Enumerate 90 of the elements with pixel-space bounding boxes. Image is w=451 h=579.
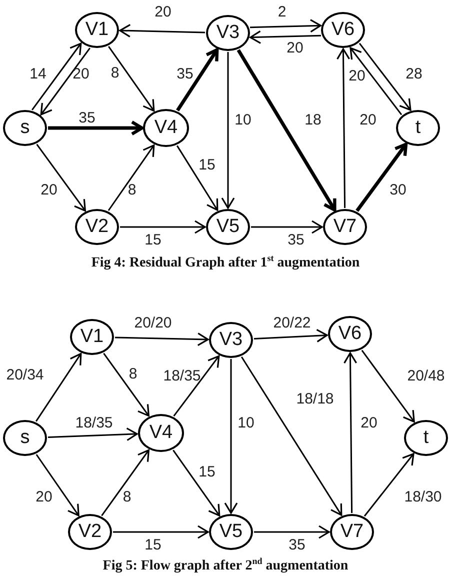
graph-node: V6 <box>328 316 372 352</box>
arrow <box>35 352 82 422</box>
edge-label: 8 <box>110 64 120 82</box>
graph-node: V6 <box>321 12 365 48</box>
arrow <box>358 42 412 111</box>
edge-label: 18 <box>304 112 322 128</box>
edge-label: 8 <box>128 182 136 198</box>
edge-label: 15 <box>198 156 216 174</box>
arrow <box>103 352 150 417</box>
edge-label: 35 <box>288 536 306 554</box>
arrow <box>48 120 144 136</box>
arrow <box>250 30 322 44</box>
arrow <box>36 454 80 516</box>
graph-node: t <box>404 420 448 456</box>
edge-label: 20 <box>360 414 378 432</box>
arrow <box>108 144 155 211</box>
arrow <box>32 42 82 110</box>
graph-node: s <box>3 420 47 456</box>
graph-node: V5 <box>209 514 253 550</box>
graph-node: V7 <box>323 209 367 245</box>
arrow <box>344 352 358 513</box>
arrow <box>356 142 408 212</box>
arrow <box>221 52 235 209</box>
edge-label: 8 <box>128 366 138 382</box>
arrow <box>120 220 206 234</box>
edge-label: 20 <box>40 182 58 198</box>
graph-node: t <box>396 110 440 146</box>
graph-node: V2 <box>68 514 112 550</box>
edge-label: 10 <box>238 414 254 432</box>
graph-node: V3 <box>209 322 253 358</box>
arrow <box>361 350 415 422</box>
edge-label: 20 <box>36 488 52 506</box>
arrow <box>40 48 90 116</box>
edge-label: 28 <box>406 66 422 82</box>
arrow <box>48 427 138 442</box>
arrow <box>114 332 209 346</box>
edge-label: 18/18 <box>296 390 334 408</box>
edge-label: 10 <box>234 112 252 128</box>
arrow <box>176 145 218 211</box>
edge-label: 15 <box>144 232 162 248</box>
arrow <box>108 46 155 112</box>
edge-label: 18/35 <box>75 414 113 432</box>
figure-caption: Fig 4: Residual Graph after 1$^{st}$ augmentation <box>90 253 361 272</box>
arrow <box>176 48 219 112</box>
graph-node: V1 <box>70 319 114 355</box>
edge-label: 15 <box>198 464 216 480</box>
arrow <box>254 525 330 539</box>
graph-node: V1 <box>75 12 119 48</box>
edge-label: 30 <box>390 182 406 198</box>
edge-label: 20/34 <box>6 366 44 384</box>
arrow <box>336 48 350 208</box>
edge-label: 20 <box>348 68 366 84</box>
arrow <box>113 525 209 539</box>
graph-node: V4 <box>143 109 189 147</box>
arrow <box>236 49 336 212</box>
edge-label: 20 <box>154 4 172 20</box>
graph-node: V4 <box>138 414 184 452</box>
graph-node: V5 <box>206 209 250 245</box>
arrow <box>173 355 220 417</box>
edge-label: 35 <box>288 232 304 248</box>
edge-label: 20 <box>360 112 376 128</box>
edge-label: 20 <box>72 66 90 82</box>
graph-node: s <box>3 110 47 146</box>
edge-label: 8 <box>122 488 132 506</box>
arrow <box>250 19 322 33</box>
graph-node: V3 <box>206 15 250 51</box>
edge-label: 14 <box>30 66 46 82</box>
edge-label: 20/20 <box>134 314 172 332</box>
edge-label: 18/30 <box>404 488 442 506</box>
arrow <box>119 24 206 38</box>
edge-label: 20 <box>286 40 304 56</box>
arrow <box>364 453 414 517</box>
edge-label: 2 <box>278 4 286 20</box>
edge-label: 20/48 <box>407 368 445 384</box>
graph-node: V2 <box>75 209 119 245</box>
arrow <box>350 47 402 116</box>
arrow <box>240 356 342 516</box>
edge-label: 15 <box>144 536 162 554</box>
arrow <box>101 449 150 516</box>
arrow <box>254 328 328 342</box>
arrow <box>172 450 220 516</box>
edge-label: 18/35 <box>163 368 201 384</box>
edge-label: 35 <box>176 66 194 82</box>
arrow <box>224 359 238 514</box>
figure-caption: Fig 5: Flow graph after 2$^{nd}$ augmentation <box>102 556 350 575</box>
arrow <box>36 144 86 212</box>
edge-label: 20/22 <box>273 314 311 332</box>
graph-node: V7 <box>330 514 374 550</box>
edge-label: 35 <box>78 110 96 126</box>
arrow <box>251 220 323 234</box>
